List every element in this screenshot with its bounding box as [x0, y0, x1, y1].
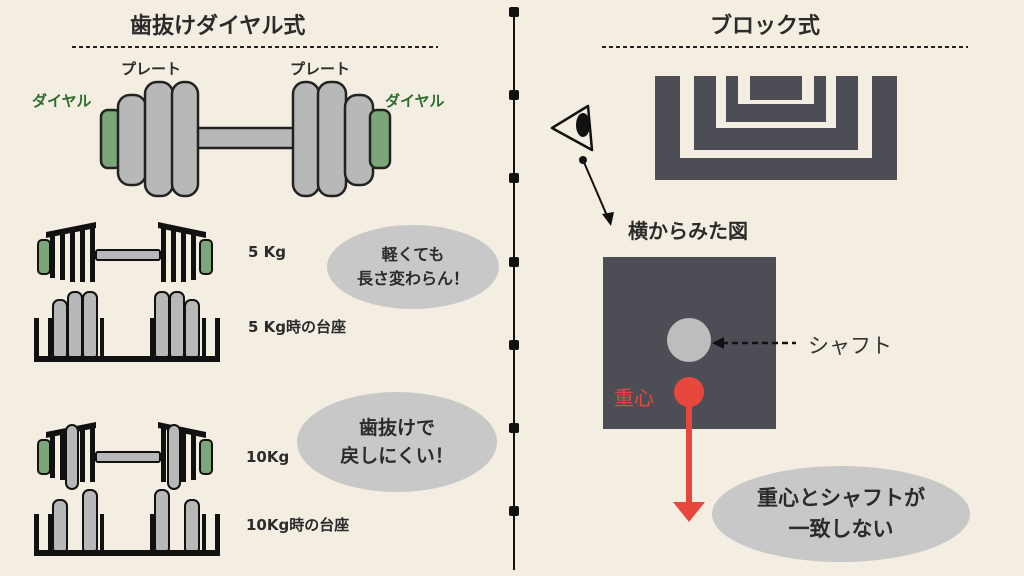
speech-bubble-10kg: 歯抜けで 戻しにくい！	[297, 392, 497, 492]
plate-label-right: プレート	[290, 60, 351, 78]
dumbbell-shaft	[188, 126, 298, 150]
bubble-block-line2: 一致しない	[788, 517, 894, 541]
base-label-5kg: 5 Kg時の台座	[248, 318, 347, 336]
bubble-5kg-line2: 長さ変わらん！	[356, 269, 469, 288]
center-of-gravity-label: 重心	[614, 386, 654, 410]
dumbbell-illustration	[99, 80, 392, 198]
shaft-pointer	[712, 337, 796, 349]
dial-right	[368, 108, 392, 170]
base-label-10kg: 10Kg時の台座	[246, 516, 350, 534]
gravity-arrow-head	[673, 502, 705, 522]
center-divider	[509, 7, 519, 570]
dial-label-right: ダイヤル	[385, 92, 445, 110]
left-title: 歯抜けダイヤル式	[130, 14, 306, 39]
dumbbell-5kg	[37, 222, 213, 282]
bubble-10kg-line1: 歯抜けで	[358, 416, 435, 439]
side-view-label: 横からみた図	[628, 219, 748, 243]
plate-label-left: プレート	[121, 60, 182, 78]
block-stack-illustration	[655, 76, 897, 180]
speech-bubble-block: 重心とシャフトが 一致しない	[712, 466, 970, 562]
dial-label-left: ダイヤル	[32, 92, 92, 110]
shaft-label: シャフト	[808, 334, 892, 358]
base-10kg	[34, 489, 220, 556]
bubble-5kg-line1: 軽くても	[381, 245, 445, 264]
dumbbell-10kg	[37, 422, 213, 490]
bubble-10kg-line2: 戻しにくい！	[340, 445, 454, 467]
base-5kg	[34, 291, 220, 362]
view-arrow	[579, 156, 614, 226]
speech-bubble-5kg: 軽くても 長さ変わらん！	[327, 225, 499, 309]
weight-label-5kg: 5 Kg	[248, 243, 287, 261]
right-title: ブロック式	[710, 14, 821, 39]
eye-icon	[550, 104, 594, 152]
weight-label-10kg: 10Kg	[246, 448, 290, 466]
shaft-circle	[667, 318, 711, 362]
bubble-block-line1: 重心とシャフトが	[757, 485, 925, 510]
